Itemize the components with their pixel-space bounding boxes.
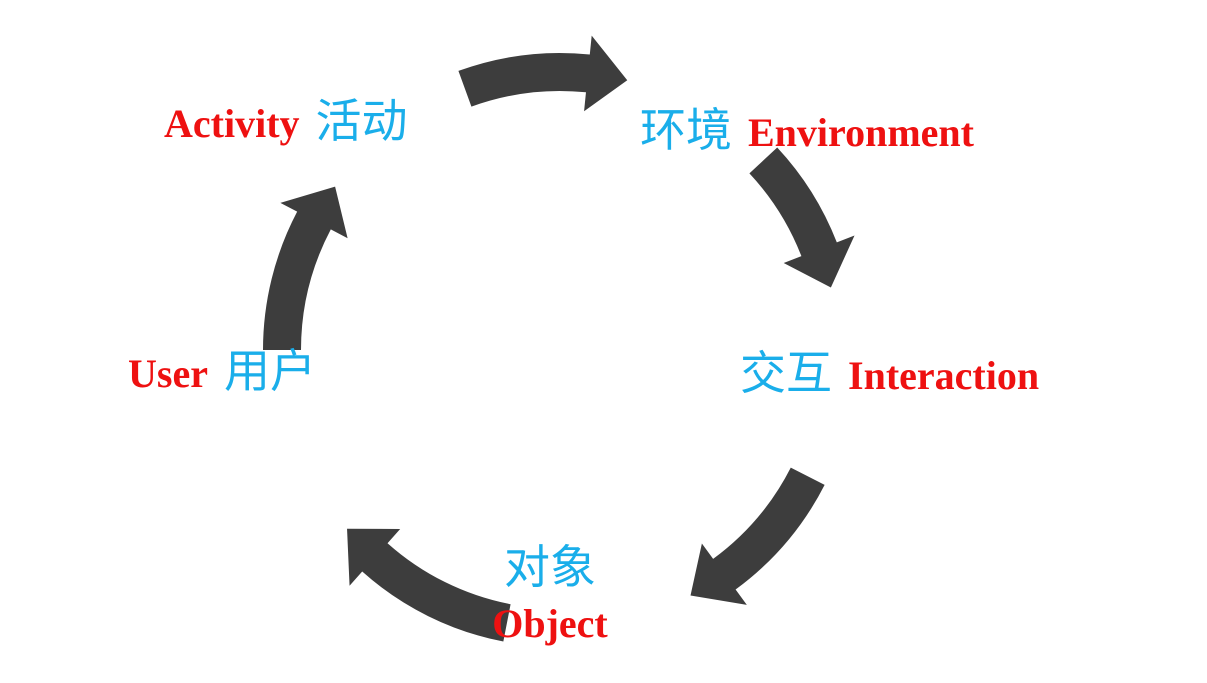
activity-chinese-label: 活动 [315,94,408,148]
arrow-object-to-user [347,528,511,642]
interaction-english-label: Interaction [848,353,1040,398]
user-chinese-label: 用户 [223,344,316,398]
arrow-interaction-to-object [690,467,825,605]
arrow-activity-to-environment [458,35,628,112]
user-english-label: User [128,351,208,396]
environment-chinese-label: 环境 [640,103,732,157]
object-english-label: Object [492,601,608,646]
arrow-user-to-activity [263,186,348,350]
node-object: 对象 Object [470,544,630,644]
arrow-environment-to-interaction [749,147,855,288]
interaction-chinese-label: 交互 [740,346,832,400]
activity-english-label: Activity [164,101,300,146]
environment-english-label: Environment [748,110,974,155]
object-chinese-label: 对象 [504,540,596,594]
